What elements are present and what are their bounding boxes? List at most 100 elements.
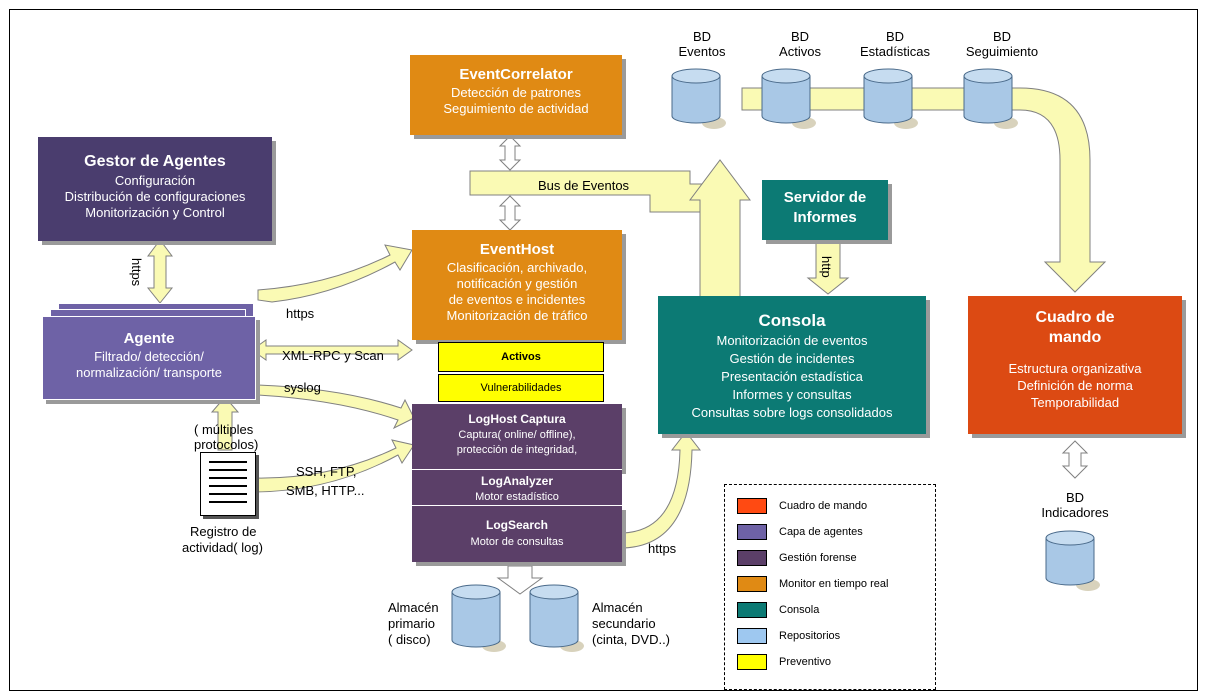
gestor-title: Gestor de Agentes [84,153,226,170]
bd-seguimiento-icon [962,68,1018,129]
legend-label: Gestión forense [779,552,857,564]
bd-activos-icon [760,68,816,129]
loghost-line1: Captura( online/ offline), [458,429,576,441]
bus-label: Bus de Eventos [538,178,630,193]
legend-swatch [737,654,767,670]
syslog-arrow [257,384,415,430]
bd-activos-label: BD Activos [770,29,830,59]
consola-line3: Presentación estadística [721,369,863,384]
ssh-arrow [251,439,415,493]
loghost-line2: protección de integridad, [456,444,578,456]
bd-indicadores-l1: BD [1065,490,1085,505]
eventhost-line1: Clasificación, archivado, [446,260,588,275]
gestor-agentes-box: Gestor de Agentes Configuración Distribu… [38,137,272,241]
bd-estadisticas-icon [862,68,918,129]
gestor-line1: Configuración [114,173,196,188]
legend-label: Consola [779,604,820,616]
agente-eventhost-arrow [257,244,413,303]
legend-swatch [737,550,767,566]
bd-estadisticas-label: BD Estadísticas [850,29,940,59]
correlator-bus-arrow [498,135,522,171]
consola-line2: Gestión de incidentes [729,351,855,366]
cuadro-mando-box: Cuadro de mando Estructura organizativa … [968,296,1182,434]
http-arrow [806,240,850,295]
servidor-informes-box: Servidor de Informes [762,180,888,240]
loganalyzer-box: LogAnalyzer Motor estadístico [412,470,622,506]
smb-label: SMB, HTTP... [286,483,365,498]
logsearch-line1: Motor de consultas [470,536,564,548]
legend-item: Consola [737,601,819,619]
gestor-agente-arrow [146,239,174,304]
bd-eventos-label: BD Eventos [672,29,732,59]
log-document-icon [200,452,256,516]
loghost-box: LogHost Captura Captura( online/ offline… [412,404,622,470]
legend-item: Monitor en tiempo real [737,575,888,593]
loganalyzer-line1: Motor estadístico [475,491,559,503]
consola-title: Consola [758,311,826,330]
almacen-secundario-l2: secundario [592,616,656,631]
loghost-title: LogHost Captura [468,412,566,426]
legend-item: Cuadro de mando [737,497,867,515]
legend-label: Monitor en tiempo real [779,578,889,590]
legend-swatch [737,576,767,592]
bd-activos-l1: BD [790,29,810,44]
bd-eventos-icon [670,68,726,129]
legend-swatch [737,628,767,644]
cuadro-line2: Definición de norma [1017,378,1133,393]
agente-box: Agente Filtrado/ detección/ normalizació… [42,316,256,400]
loganalyzer-title: LogAnalyzer [480,474,553,488]
event-correlator-box: EventCorrelator Detección de patrones Se… [410,55,622,135]
bd-seguimiento-l1: BD [992,29,1012,44]
almacen-primario-l2: primario [388,616,435,631]
agente-title: Agente [123,330,175,347]
https-gestor-label: https [129,258,144,287]
log-agente-arrow [210,396,240,451]
http-label: http [819,256,834,278]
servidor-line1: Servidor de [783,189,867,206]
bd-activos-l2: Activos [779,44,821,59]
eventhost-line3: de eventos e incidentes [448,292,586,307]
ssh-label: SSH, FTP, [296,464,357,479]
legend-item: Capa de agentes [737,523,863,541]
bd-eventos-l1: BD [692,29,712,44]
bd-indicadores-icon [1044,530,1100,591]
https-consola-label: https [648,541,677,556]
bd-estadisticas-l2: Estadísticas [859,44,931,59]
legend-label: Cuadro de mando [779,500,868,512]
bd-seguimiento-label: BD Seguimiento [954,29,1050,59]
activos-box: Activos [438,342,604,372]
almacen-secundario-l1: Almacén [592,600,643,615]
bus-eventhost-arrow [498,195,522,231]
logsearch-box: LogSearch Motor de consultas [412,506,622,562]
event-correlator-line2: Seguimiento de actividad [443,101,589,116]
agente-line1: Filtrado/ detección/ [94,349,204,364]
consola-bd-arrow [689,159,751,298]
cuadro-line1: Estructura organizativa [1008,361,1142,376]
eventhost-box: EventHost Clasificación, archivado, noti… [412,230,622,340]
logsearch-consola-arrow [619,431,702,549]
almacen-primario-icon [450,584,506,652]
legend-label: Preventivo [779,656,831,668]
multiples-label-1: ( múltiples [194,422,254,437]
legend-swatch [737,602,767,618]
event-correlator-line1: Detección de patrones [450,85,582,100]
https-eventhost-label: https [286,306,315,321]
consola-line4: Informes y consultas [732,387,852,402]
xmlrpc-label: XML-RPC y Scan [282,348,384,363]
servidor-line2: Informes [793,209,857,226]
eventhost-line2: notificación y gestión [456,276,578,291]
legend-swatch [737,498,767,514]
vulnerabilidades-box: Vulnerabilidades [438,374,604,402]
cuadro-indicadores-arrow [1061,440,1089,479]
legend-item: Preventivo [737,653,831,671]
xmlrpc-arrow [251,339,413,361]
legend-item: Repositorios [737,627,840,645]
event-correlator-title: EventCorrelator [459,66,573,83]
legend-swatch [737,524,767,540]
legend-label: Capa de agentes [779,526,863,538]
almacen-primario-label: Almacén primario ( disco) [388,600,458,648]
gestor-line2: Distribución de configuraciones [64,189,246,204]
diagram-frame [9,9,1198,691]
legend-item: Gestión forense [737,549,857,567]
eventhost-line4: Monitorización de tráfico [446,308,588,323]
